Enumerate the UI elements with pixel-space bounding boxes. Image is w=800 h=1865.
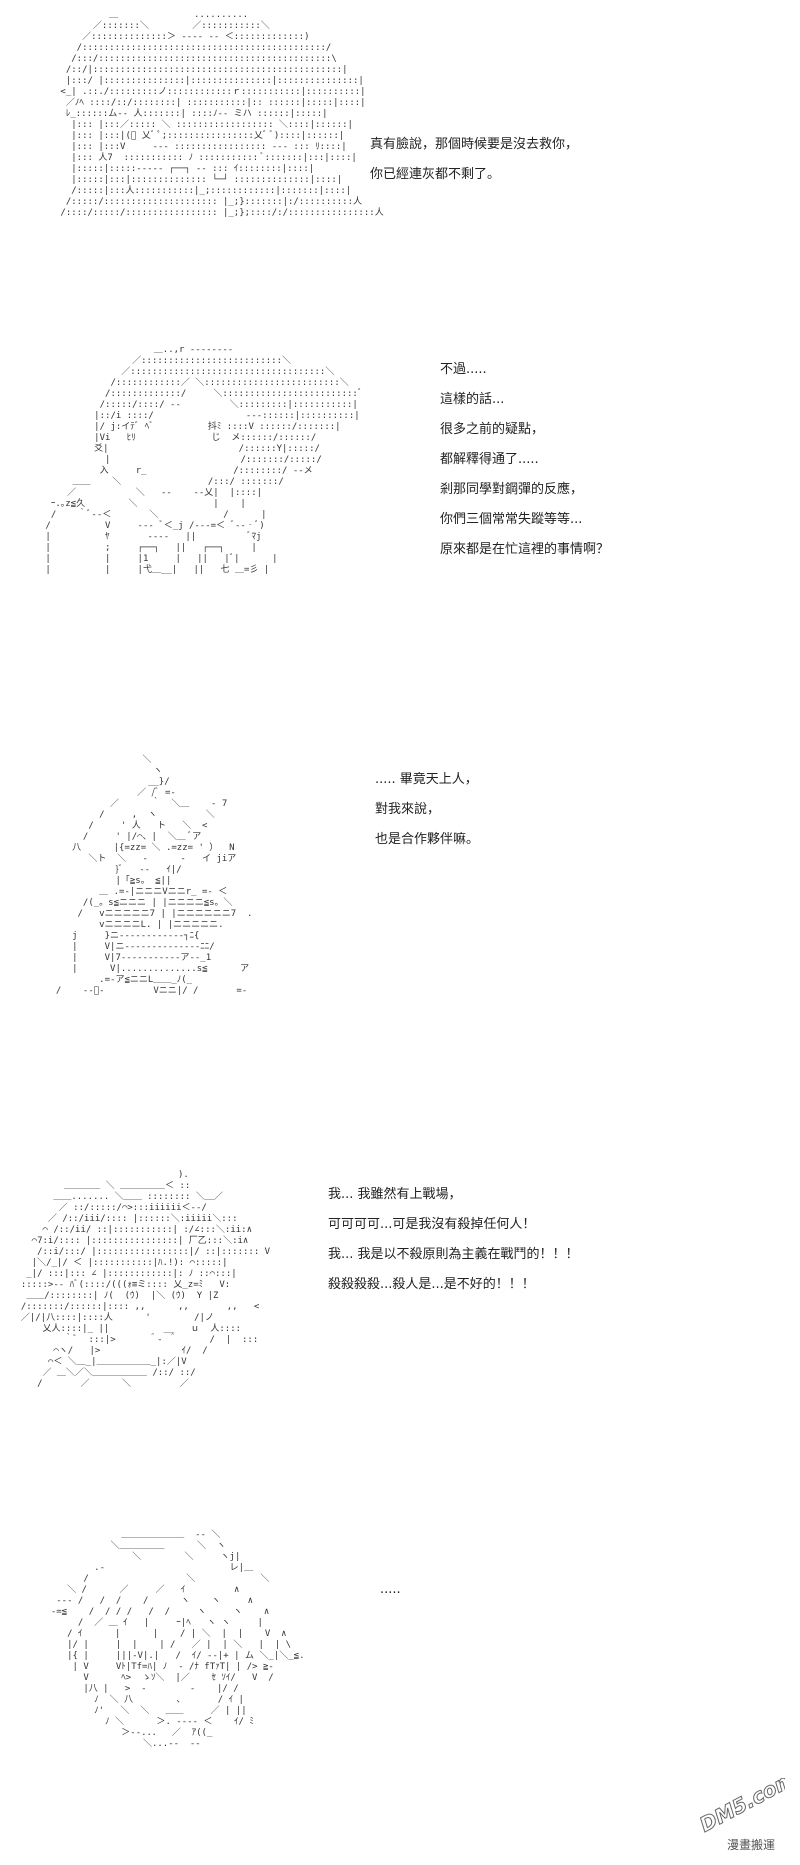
dialog-line: ..... 畢竟天上人， [375,772,478,787]
dialog-line: 我... 我是以不殺原則為主義在戰鬥的！！！ [328,1247,579,1262]
dialog-line: 剎那同學對鋼彈的反應， [440,482,584,497]
dialog-line: 這樣的話... [440,392,505,407]
dialog-line: 很多之前的疑點， [440,422,545,437]
panel-2: ＿..,r ‐‐‐‐‐‐‐‐ ／::::::::::::::::::::::::… [0,340,800,730]
dialog-text-5: ..... [380,1575,401,1605]
dialog-line: 你已經連灰都不剩了。 [370,167,501,182]
dialog-line: 都解釋得通了..... [440,452,539,467]
ascii-art-character: ＿＿＿＿＿＿＿ ‐‐ ＼ ＼＿＿＿＿＿ ＼ ヽ ＼ ＼ ヽj| .‐ レ|＿ /… [50,1530,305,1749]
dialog-text-1: 真有臉說，那個時候要是沒去救你， 你已經連灰都不剩了。 [370,130,578,190]
dialog-text-4: 我... 我雖然有上戰場， 可可可可...可是我沒有殺掉任何人！ 我... 我是… [328,1180,579,1300]
dialog-line: 可可可可...可是我沒有殺掉任何人！ [328,1217,536,1232]
ascii-art-character: ＼ ヽ __}/ ／ /ﾞ =‐ ／ ｀ ＼＿ ‐ 7 / , ヽ ＼ / ' … [55,755,253,996]
dialog-line: 我... 我雖然有上戰場， [328,1187,462,1202]
credit-text: 漫畫搬運 [727,1838,776,1852]
dialog-line: 真有臉說，那個時候要是沒去救你， [370,137,579,152]
dialog-line: 殺殺殺殺...殺人是...是不好的！！！ [328,1277,535,1292]
dialog-line: 不過..... [440,362,487,377]
dm5-logo-text: DM5.com [696,1778,785,1833]
panel-5: ＿＿＿＿＿＿＿ ‐‐ ＼ ＼＿＿＿＿＿ ＼ ヽ ＼ ＼ ヽj| .‐ レ|＿ /… [0,1530,800,1865]
dialog-line: 也是合作夥伴嘛。 [375,832,480,847]
dialog-line: 對我來說， [375,802,441,817]
dialog-text-2: 不過..... 這樣的話... 很多之前的疑點， 都解釋得通了..... 剎那同… [440,355,609,565]
panel-4: ). ＿＿＿＿ ＼ ＿＿＿＿＿＜ :: ＿＿....... ＼＿＿ ::::::… [0,1170,800,1510]
ascii-art-character: ＿ .......... ／:::::::＼ ／:::::::::::＼ ／::… [60,10,384,218]
ascii-art-character: ). ＿＿＿＿ ＼ ＿＿＿＿＿＜ :: ＿＿....... ＼＿＿ ::::::… [20,1170,271,1389]
ascii-art-character: ＿..,r ‐‐‐‐‐‐‐‐ ／::::::::::::::::::::::::… [45,345,363,575]
dm5-logo-icon: DM5.com [695,1778,785,1833]
panel-1: ＿ .......... ／:::::::＼ ／:::::::::::＼ ／::… [0,0,800,340]
dialog-line: 原來都是在忙這裡的事情啊？ [440,542,610,557]
dialog-line: 你們三個常常失蹤等等... [440,512,583,527]
dialog-line: ..... [380,1582,401,1597]
dialog-text-3: ..... 畢竟天上人， 對我來說， 也是合作夥伴嘛。 [375,765,479,855]
panel-3: ＼ ヽ __}/ ／ /ﾞ =‐ ／ ｀ ＼＿ ‐ 7 / , ヽ ＼ / ' … [0,755,800,1155]
